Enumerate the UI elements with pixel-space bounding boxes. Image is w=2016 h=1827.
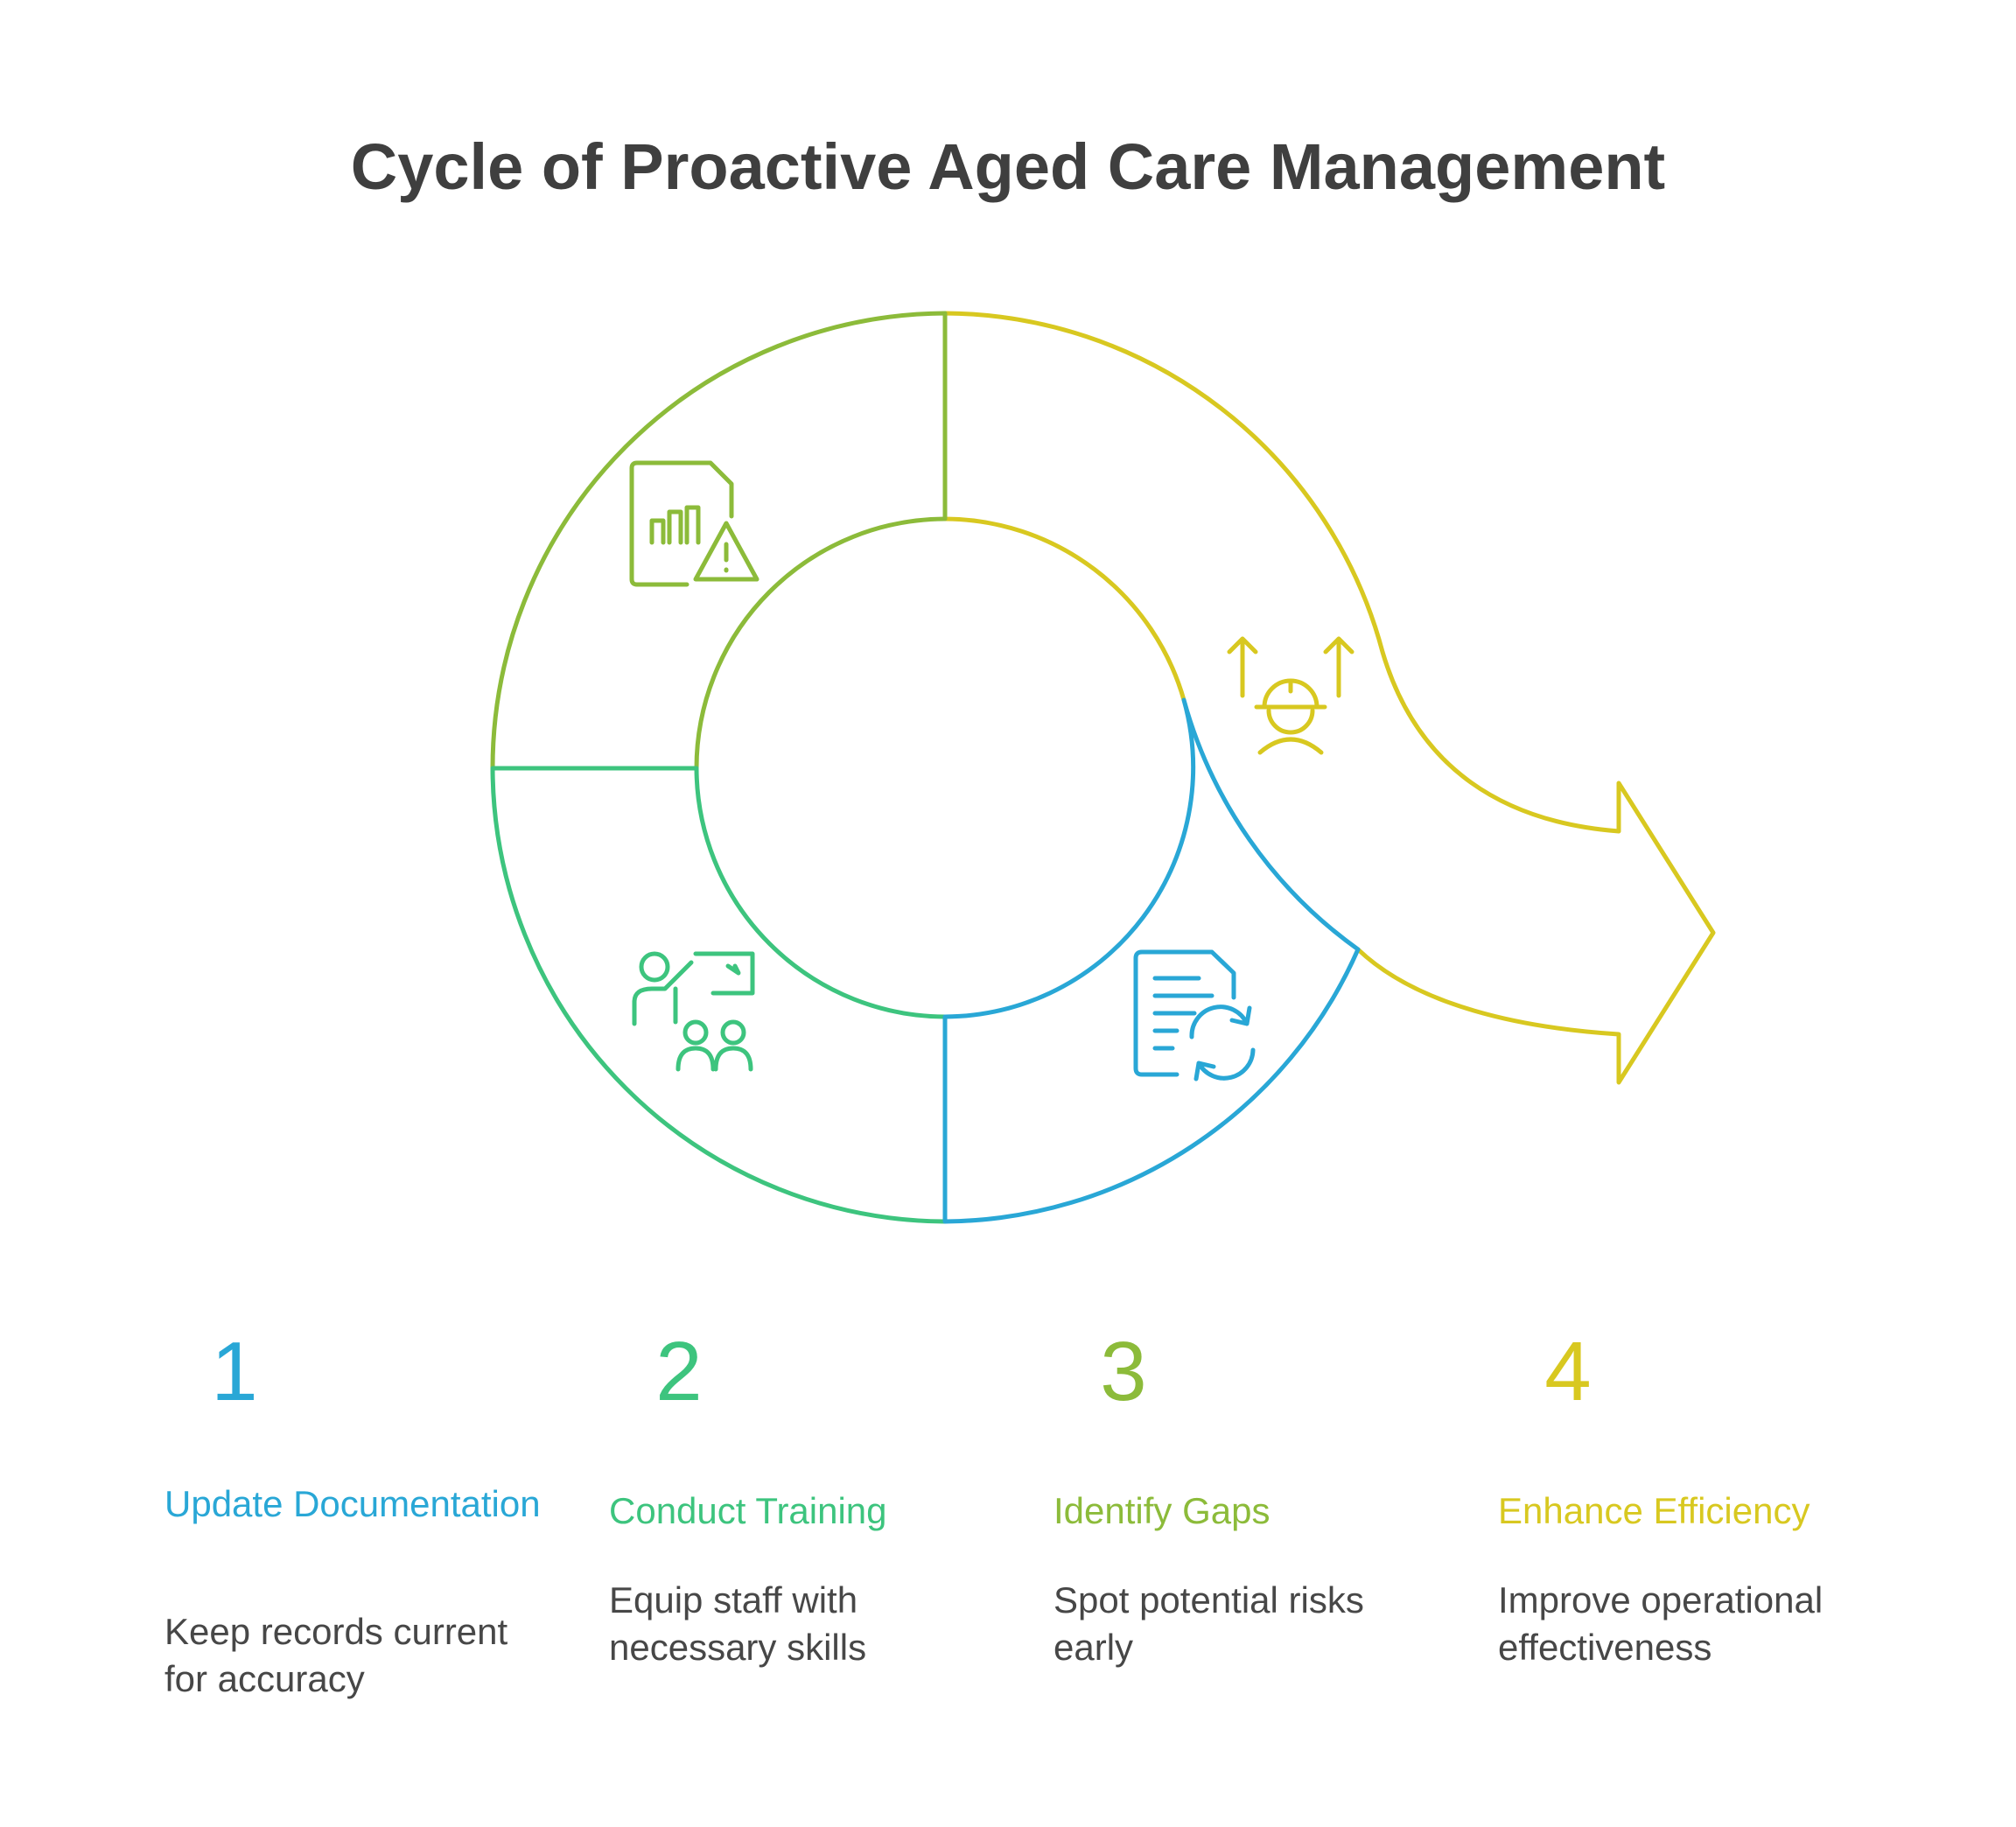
training-presentation-icon bbox=[632, 951, 755, 1072]
step-number: 2 bbox=[655, 1325, 703, 1418]
document-refresh-icon bbox=[1133, 949, 1256, 1082]
step-description: Spot potential risks early bbox=[1054, 1579, 1364, 1668]
step-number: 1 bbox=[211, 1325, 258, 1418]
step-heading: Update Documentation bbox=[164, 1483, 541, 1524]
report-warning-icon bbox=[629, 460, 760, 587]
segment-conduct-training bbox=[490, 766, 948, 1224]
step-description: Keep records current for accuracy bbox=[164, 1611, 508, 1699]
step-description: Equip staff with necessary skills bbox=[609, 1579, 867, 1668]
diagram-title: Cycle of Proactive Aged Care Management bbox=[350, 130, 1666, 203]
step-heading: Identify Gaps bbox=[1054, 1490, 1270, 1531]
segment-identify-gaps bbox=[490, 311, 948, 771]
step-heading: Conduct Training bbox=[609, 1490, 887, 1531]
step-number: 4 bbox=[1544, 1325, 1592, 1418]
worker-growth-icon bbox=[1227, 636, 1354, 755]
segment-update-documentation bbox=[942, 697, 1361, 1224]
step-number: 3 bbox=[1100, 1325, 1147, 1418]
step-heading: Enhance Efficiency bbox=[1498, 1490, 1810, 1531]
step-description: Improve operational effectiveness bbox=[1498, 1579, 1824, 1668]
segment-enhance-efficiency bbox=[942, 311, 1716, 1085]
